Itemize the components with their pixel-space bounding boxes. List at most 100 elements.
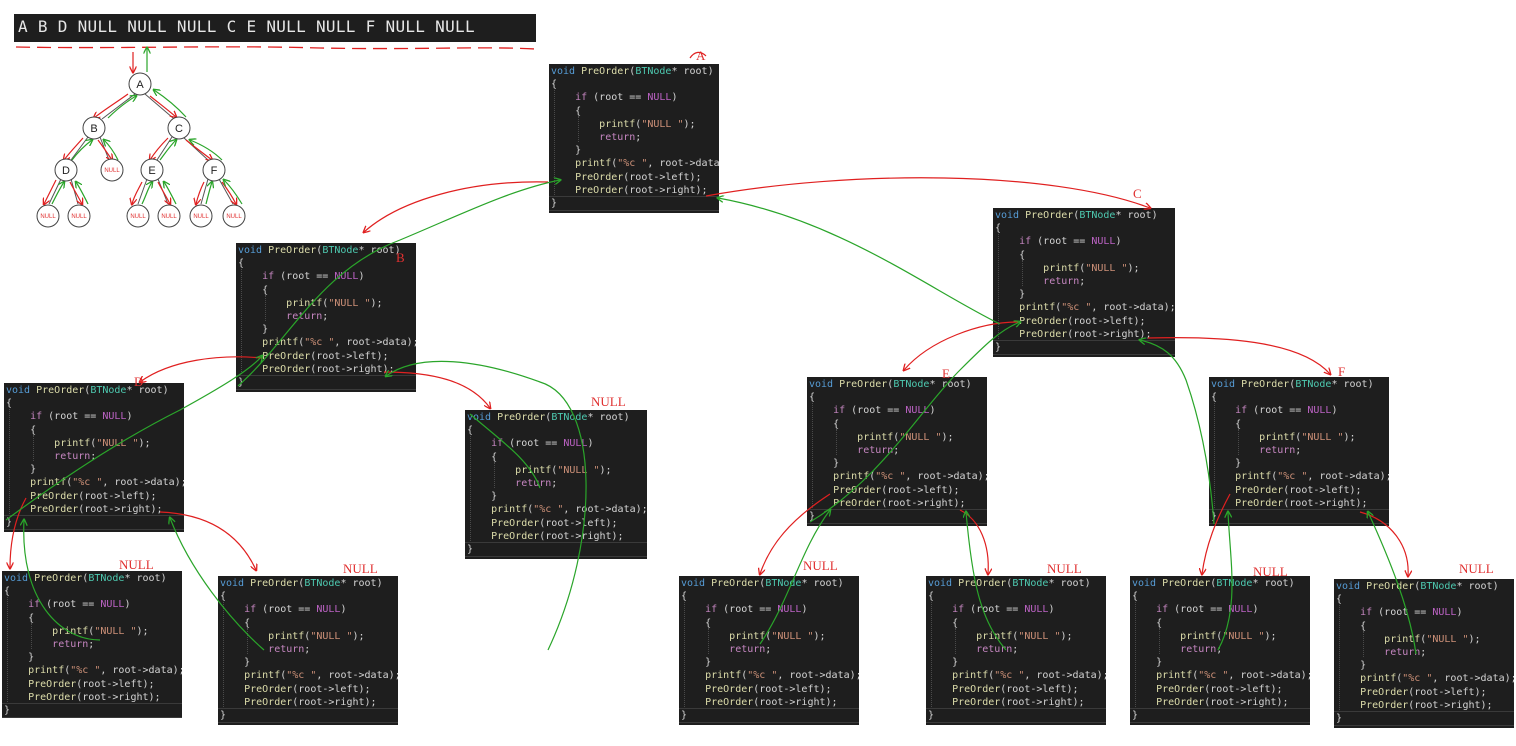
keyword-void: void	[467, 412, 492, 423]
return-arrows	[5, 180, 1417, 655]
function-name: PreOrder	[268, 245, 317, 256]
brace-close: }	[681, 710, 688, 721]
preorder-left-call: PreOrder(root->left);	[952, 683, 1079, 695]
printf-data-line: printf("%c ", root->data);	[262, 337, 416, 349]
indent-guide	[247, 628, 248, 654]
function-signature: void PreOrder(BTNode* root)	[928, 578, 1091, 589]
code-frame-c: void PreOrder(BTNode* root) { if (root =…	[993, 208, 1175, 357]
function-name: PreOrder	[497, 412, 546, 423]
indent-guide	[470, 436, 471, 541]
return-line: return;	[976, 644, 1019, 655]
preorder-right-call: PreOrder(root->right);	[705, 696, 838, 708]
output-console: A B D NULL NULL NULL C E NULL NULL F NUL…	[14, 14, 536, 42]
preorder-right-call: PreOrder(root->right);	[491, 530, 624, 542]
current-line-highlight	[2, 703, 182, 718]
tree-node-f-left-null: NULL	[189, 204, 213, 228]
svg-text:D: D	[62, 165, 70, 177]
preorder-left-call: PreOrder(root->left);	[262, 350, 389, 362]
if-statement: if (root == NULL)	[1156, 604, 1259, 616]
preorder-right-call: PreOrder(root->right);	[1360, 699, 1493, 711]
svg-text:E: E	[148, 165, 155, 177]
preorder-left-call: PreOrder(root->left);	[1019, 315, 1146, 327]
printf-data-line: printf("%c ", root->data);	[705, 670, 859, 682]
indent-guide	[1159, 628, 1160, 654]
brace-open: {	[1336, 594, 1343, 606]
keyword-void: void	[681, 578, 706, 589]
brace-open: {	[238, 258, 245, 270]
brace-close: }	[809, 511, 816, 522]
preorder-right-call: PreOrder(root->right);	[1019, 328, 1152, 340]
indent-guide	[955, 628, 956, 654]
return-line: return;	[52, 639, 95, 650]
call-arrows	[10, 51, 1408, 576]
printf-null-line: printf("NULL ");	[599, 118, 696, 130]
tree-node-f-right-null: NULL	[222, 204, 246, 228]
inner-brace-close: }	[1019, 289, 1026, 301]
printf-data-line: printf("%c ", root->data);	[1019, 302, 1175, 314]
svg-text:NULL: NULL	[193, 214, 209, 220]
frame-label-b: B	[396, 250, 405, 265]
svg-text:C: C	[175, 123, 183, 135]
printf-data-line: printf("%c ", root->data);	[28, 665, 182, 677]
preorder-left-call: PreOrder(root->left);	[705, 683, 832, 695]
printf-data-line: printf("%c ", root->data);	[30, 477, 184, 489]
function-name: PreOrder	[250, 578, 299, 589]
tree-node-e: E	[140, 158, 164, 182]
brace-close: }	[220, 710, 227, 721]
code-frame-f: void PreOrder(BTNode* root) { if (root =…	[1209, 377, 1389, 526]
keyword-void: void	[928, 578, 953, 589]
preorder-left-call: PreOrder(root->left);	[28, 678, 155, 690]
inner-brace-close: }	[244, 657, 251, 669]
current-line-highlight	[807, 509, 987, 524]
code-frame-e-left-null: void PreOrder(BTNode* root) { if (root =…	[679, 576, 859, 725]
brace-open: {	[1132, 591, 1139, 603]
brace-open: {	[809, 392, 816, 404]
keyword-void: void	[6, 385, 31, 396]
brace-close: }	[4, 705, 11, 716]
brace-close: }	[1211, 511, 1218, 522]
frame-label-e-left-null: NULL	[803, 558, 838, 573]
return-line: return;	[857, 445, 900, 456]
brace-close: }	[551, 198, 558, 209]
if-statement: if (root == NULL)	[1235, 405, 1338, 417]
indent-guide	[31, 623, 32, 649]
frame-label-b-right-null: NULL	[591, 394, 626, 409]
function-name: PreOrder	[1162, 578, 1211, 589]
inner-brace-close: }	[1360, 660, 1367, 672]
brace-close: }	[995, 342, 1002, 353]
indent-guide	[1339, 605, 1340, 710]
current-line-highlight	[465, 542, 647, 557]
brace-open: {	[6, 398, 13, 410]
brace-close: }	[928, 710, 935, 721]
function-signature: void PreOrder(BTNode* root)	[681, 578, 844, 589]
printf-null-line: printf("NULL ");	[1043, 262, 1140, 274]
inner-brace-open: {	[244, 617, 251, 629]
keyword-void: void	[1211, 379, 1236, 390]
type-name: BTNode	[1012, 578, 1049, 589]
function-signature: void PreOrder(BTNode* root)	[1132, 578, 1295, 589]
if-statement: if (root == NULL)	[1019, 236, 1122, 248]
preorder-right-call: PreOrder(root->right);	[262, 363, 395, 375]
code-frame-f-right-null: void PreOrder(BTNode* root) { if (root =…	[1334, 579, 1514, 728]
inner-brace-close: }	[575, 145, 582, 157]
if-statement: if (root == NULL)	[262, 271, 365, 283]
type-name: BTNode	[90, 385, 127, 396]
current-line-highlight	[218, 708, 398, 723]
printf-null-line: printf("NULL ");	[54, 437, 151, 449]
inner-brace-open: {	[262, 284, 269, 296]
svg-text:NULL: NULL	[40, 214, 56, 220]
inner-brace-open: {	[1360, 620, 1367, 632]
inner-brace-open: {	[952, 617, 959, 629]
brace-close: }	[467, 544, 474, 555]
tree-node-b: B	[82, 116, 106, 140]
return-line: return;	[286, 311, 329, 322]
if-statement: if (root == NULL)	[1360, 607, 1463, 619]
frame-label-d-right-null: NULL	[343, 561, 378, 576]
frame-label-c: C	[1133, 186, 1142, 201]
type-name: BTNode	[1295, 379, 1332, 390]
current-line-highlight	[236, 375, 416, 390]
tree-traversal-arrows	[44, 48, 243, 204]
indent-guide	[931, 602, 932, 707]
indent-guide	[554, 90, 555, 195]
indent-guide	[9, 409, 10, 514]
